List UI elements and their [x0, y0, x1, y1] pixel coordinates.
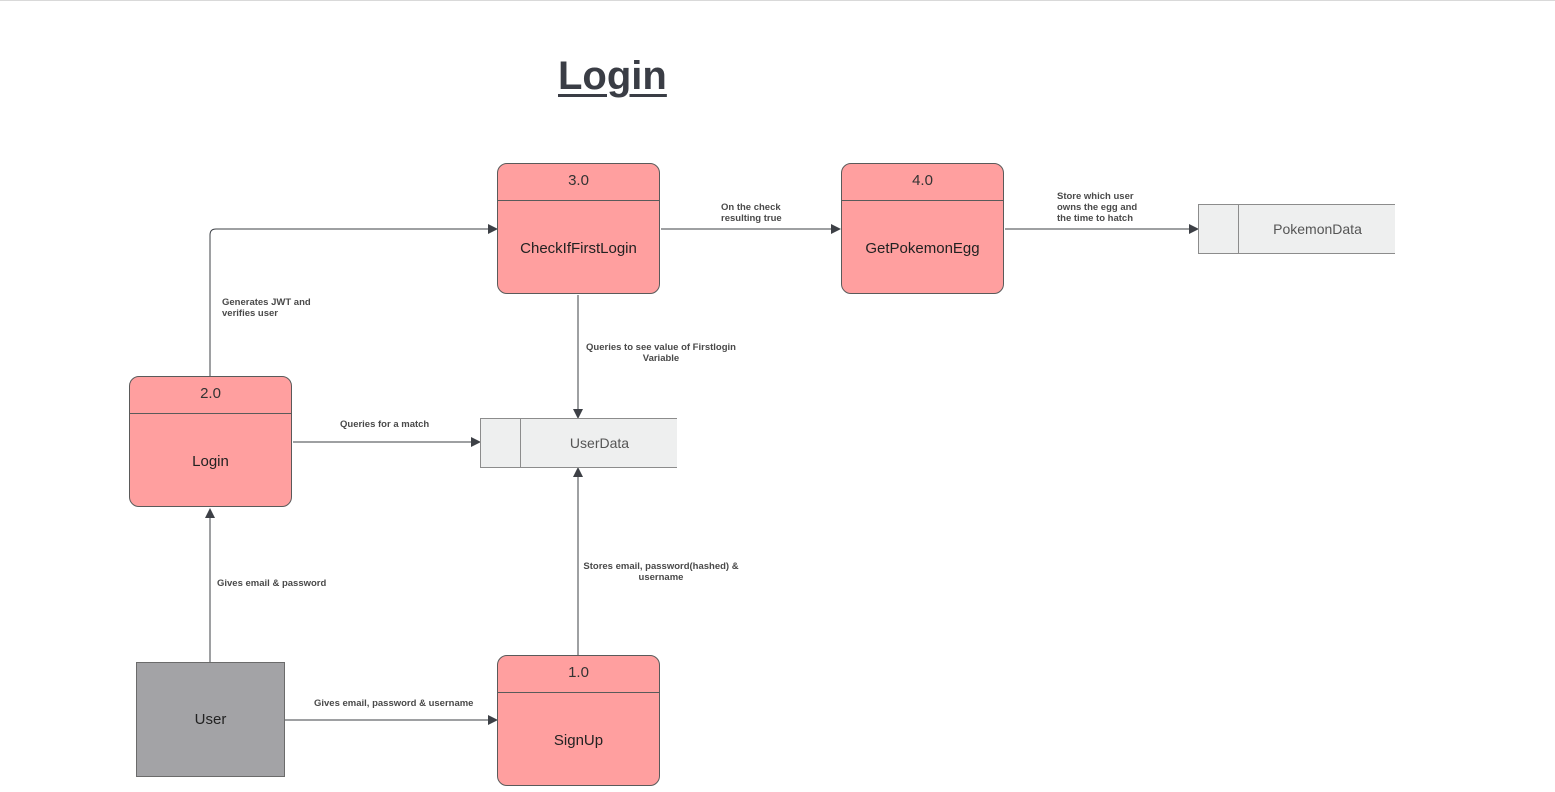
process-get-pokemon-egg[interactable]: 4.0 GetPokemonEgg: [841, 163, 1004, 294]
flow-label-egg-pokemondata: Store which user owns the egg and the ti…: [1057, 191, 1137, 224]
flow-label-line: owns the egg and: [1057, 202, 1138, 213]
process-check-if-first-login[interactable]: 3.0 CheckIfFirstLogin: [497, 163, 660, 294]
flow-label-user-login: Gives email & password: [217, 578, 327, 589]
store-label: UserData: [569, 435, 630, 451]
flow-label-line: Generates JWT and: [222, 297, 311, 308]
store-label: PokemonData: [1273, 221, 1362, 237]
process-number: 1.0: [498, 656, 659, 693]
process-name: Login: [192, 452, 229, 470]
store-divider: [520, 419, 521, 467]
process-number: 3.0: [498, 164, 659, 201]
datastore-pokemondata[interactable]: PokemonData: [1198, 204, 1395, 254]
process-name: SignUp: [553, 731, 604, 749]
flow-label-line: resulting true: [721, 213, 782, 224]
store-divider: [1238, 205, 1239, 253]
flow-label-user-signup: Gives email, password & username: [314, 698, 474, 709]
flow-label-login-userdata: Queries for a match: [340, 419, 430, 430]
process-number: 2.0: [130, 377, 291, 414]
edge-login-to-check: [209, 224, 498, 377]
canvas-top-border: [0, 0, 1555, 1]
page-title: Login: [558, 54, 667, 98]
process-name: CheckIfFirstLogin: [520, 239, 637, 257]
flow-label-line: Queries to see value of Firstlogin: [586, 342, 736, 353]
datastore-userdata[interactable]: UserData: [480, 418, 677, 468]
flow-label-check-userdata: Queries to see value of Firstlogin Varia…: [585, 342, 737, 364]
flow-label-line: username: [638, 572, 684, 583]
process-number: 4.0: [842, 164, 1003, 201]
process-login[interactable]: 2.0 Login: [129, 376, 292, 507]
flow-label-check-egg: On the check resulting true: [721, 202, 782, 224]
process-signup[interactable]: 1.0 SignUp: [497, 655, 660, 786]
flow-label-line: On the check: [721, 202, 781, 213]
flow-label-signup-userdata: Stores email, password(hashed) & usernam…: [583, 561, 739, 583]
entity-user[interactable]: User: [136, 662, 285, 777]
flow-label-line: Variable: [642, 353, 680, 364]
flow-label-line: Store which user: [1057, 191, 1134, 202]
flow-label-line: Stores email, password(hashed) &: [583, 561, 739, 572]
flow-label-login-check: Generates JWT and verifies user: [222, 297, 311, 319]
flow-label-line: verifies user: [222, 308, 278, 319]
flow-label-line: the time to hatch: [1057, 213, 1134, 224]
process-name: GetPokemonEgg: [865, 239, 980, 257]
